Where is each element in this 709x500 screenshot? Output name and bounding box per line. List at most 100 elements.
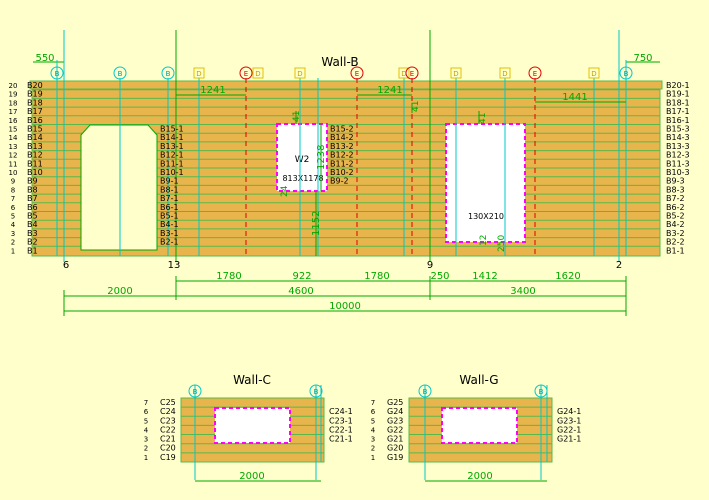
row-label-right: B2-2	[666, 238, 685, 247]
row-label-left: C24	[160, 407, 176, 416]
row-number: 6	[371, 408, 376, 416]
row-label-left: B13	[27, 142, 43, 151]
row-label-right: G21-1	[557, 435, 581, 444]
wall-c-opening	[214, 407, 291, 444]
grid-number-9: 9	[427, 260, 433, 271]
wall-b: Wall-B 550 750 W2 813X1178 130X210	[9, 30, 690, 316]
dim-right-overhang: 750	[633, 53, 652, 64]
row-label-left: G22	[387, 425, 403, 434]
grid-number-13: 13	[168, 260, 181, 271]
grid-marker-e: E	[239, 66, 253, 80]
row-number: 2	[11, 239, 15, 247]
wall-b-title: Wall-B	[321, 55, 358, 69]
grid-marker-letter: E	[355, 70, 359, 78]
row-label-right: C21-1	[329, 435, 353, 444]
row-number: 4	[371, 426, 376, 434]
row-label-mid1: B3-1	[160, 229, 179, 238]
row-label-right: B11-3	[666, 159, 690, 168]
row-label-right: B10-3	[666, 168, 690, 177]
wall-b-grid-lines	[56, 30, 627, 262]
row-number: 2	[144, 445, 148, 453]
dim-row1-e: 1412	[472, 271, 497, 282]
row-number: 16	[9, 117, 18, 125]
row-number: 8	[11, 186, 15, 194]
row-label-left: B5	[27, 212, 38, 221]
row-number: 9	[11, 178, 15, 186]
grid-marker-b: B	[161, 66, 175, 80]
row-label-left: B19	[27, 90, 43, 99]
grid-marker-d: D	[252, 67, 264, 79]
grid-marker-b: B	[188, 384, 202, 398]
row-number: 5	[371, 417, 375, 425]
row-label-mid1: B5-1	[160, 212, 179, 221]
row-label-right: B18-1	[666, 98, 690, 107]
row-label-left: C22	[160, 425, 176, 434]
row-label-left: B8	[27, 185, 38, 194]
row-label-mid1: B8-1	[160, 185, 179, 194]
row-label-mid2: B10-2	[330, 168, 354, 177]
dim-row1-a: 1780	[216, 271, 241, 282]
dim-row1-d: 250	[430, 271, 449, 282]
wall-b-window-w2	[276, 123, 328, 192]
row-label-left: B11	[27, 159, 43, 168]
grid-marker-d: D	[294, 67, 306, 79]
grid-marker-e: E	[350, 66, 364, 80]
dim-row2-a: 2000	[107, 286, 132, 297]
grid-marker-letter: B	[118, 70, 123, 78]
row-label-right: B13-3	[666, 142, 690, 151]
grid-number-6: 6	[63, 260, 69, 271]
grid-marker-letter: B	[193, 388, 198, 396]
grid-marker-d: D	[450, 67, 462, 79]
grid-marker-d: D	[588, 67, 600, 79]
row-number: 1	[144, 454, 148, 462]
wall-b-inner-dims: 1241 1241 1441 41 41 41 1238 1152 24 12 …	[176, 85, 626, 256]
row-number: 1	[11, 247, 15, 255]
wall-b-bottom-dims: 1780 922 1780 250 1412 1620 2000 4600 34…	[63, 271, 627, 316]
row-label-mid1: B7-1	[160, 194, 179, 203]
row-label-left: B15	[27, 125, 43, 134]
door-size: 130X210	[468, 212, 504, 221]
row-label-left: B1	[27, 246, 38, 255]
row-number: 20	[9, 82, 18, 90]
row-number: 17	[9, 108, 18, 116]
row-number: 10	[9, 169, 18, 177]
row-label-mid1: B9-1	[160, 177, 179, 186]
row-label-left: G20	[387, 444, 403, 453]
dim-left-overhang: 550	[35, 53, 54, 64]
dim-top3: 1441	[562, 92, 587, 103]
grid-marker-b: B	[534, 384, 548, 398]
row-label-mid1: B2-1	[160, 238, 179, 247]
row-label-mid1: B6-1	[160, 203, 179, 212]
row-number: 14	[9, 134, 18, 142]
grid-marker-letter: D	[297, 70, 302, 78]
row-label-left: B2	[27, 238, 38, 247]
row-label-left: B4	[27, 220, 38, 229]
wall-b-door-opening-right	[445, 123, 526, 243]
row-label-left: G19	[387, 453, 403, 462]
row-label-mid1: B4-1	[160, 220, 179, 229]
dim-v-low: 1152	[311, 211, 322, 236]
grid-marker-letter: D	[502, 70, 507, 78]
row-label-mid1: B15-1	[160, 125, 184, 134]
row-label-left: C20	[160, 444, 176, 453]
row-number: 4	[144, 426, 149, 434]
dim-v-bottom2: 250	[497, 235, 507, 252]
row-label-right: B8-3	[666, 185, 685, 194]
dim-row1-c: 1780	[364, 271, 389, 282]
window-w2-name: W2	[295, 155, 310, 165]
row-number: 5	[11, 213, 15, 221]
row-number: 15	[9, 126, 18, 134]
dim-top2: 1241	[377, 85, 402, 96]
dim-v-center: 1238	[316, 145, 327, 170]
row-label-right: B15-3	[666, 125, 690, 134]
row-label-mid2: B11-2	[330, 159, 354, 168]
row-number: 6	[144, 408, 149, 416]
row-label-right: B4-2	[666, 220, 685, 229]
grid-marker-b: B	[113, 66, 127, 80]
dim-row1-b: 922	[292, 271, 311, 282]
